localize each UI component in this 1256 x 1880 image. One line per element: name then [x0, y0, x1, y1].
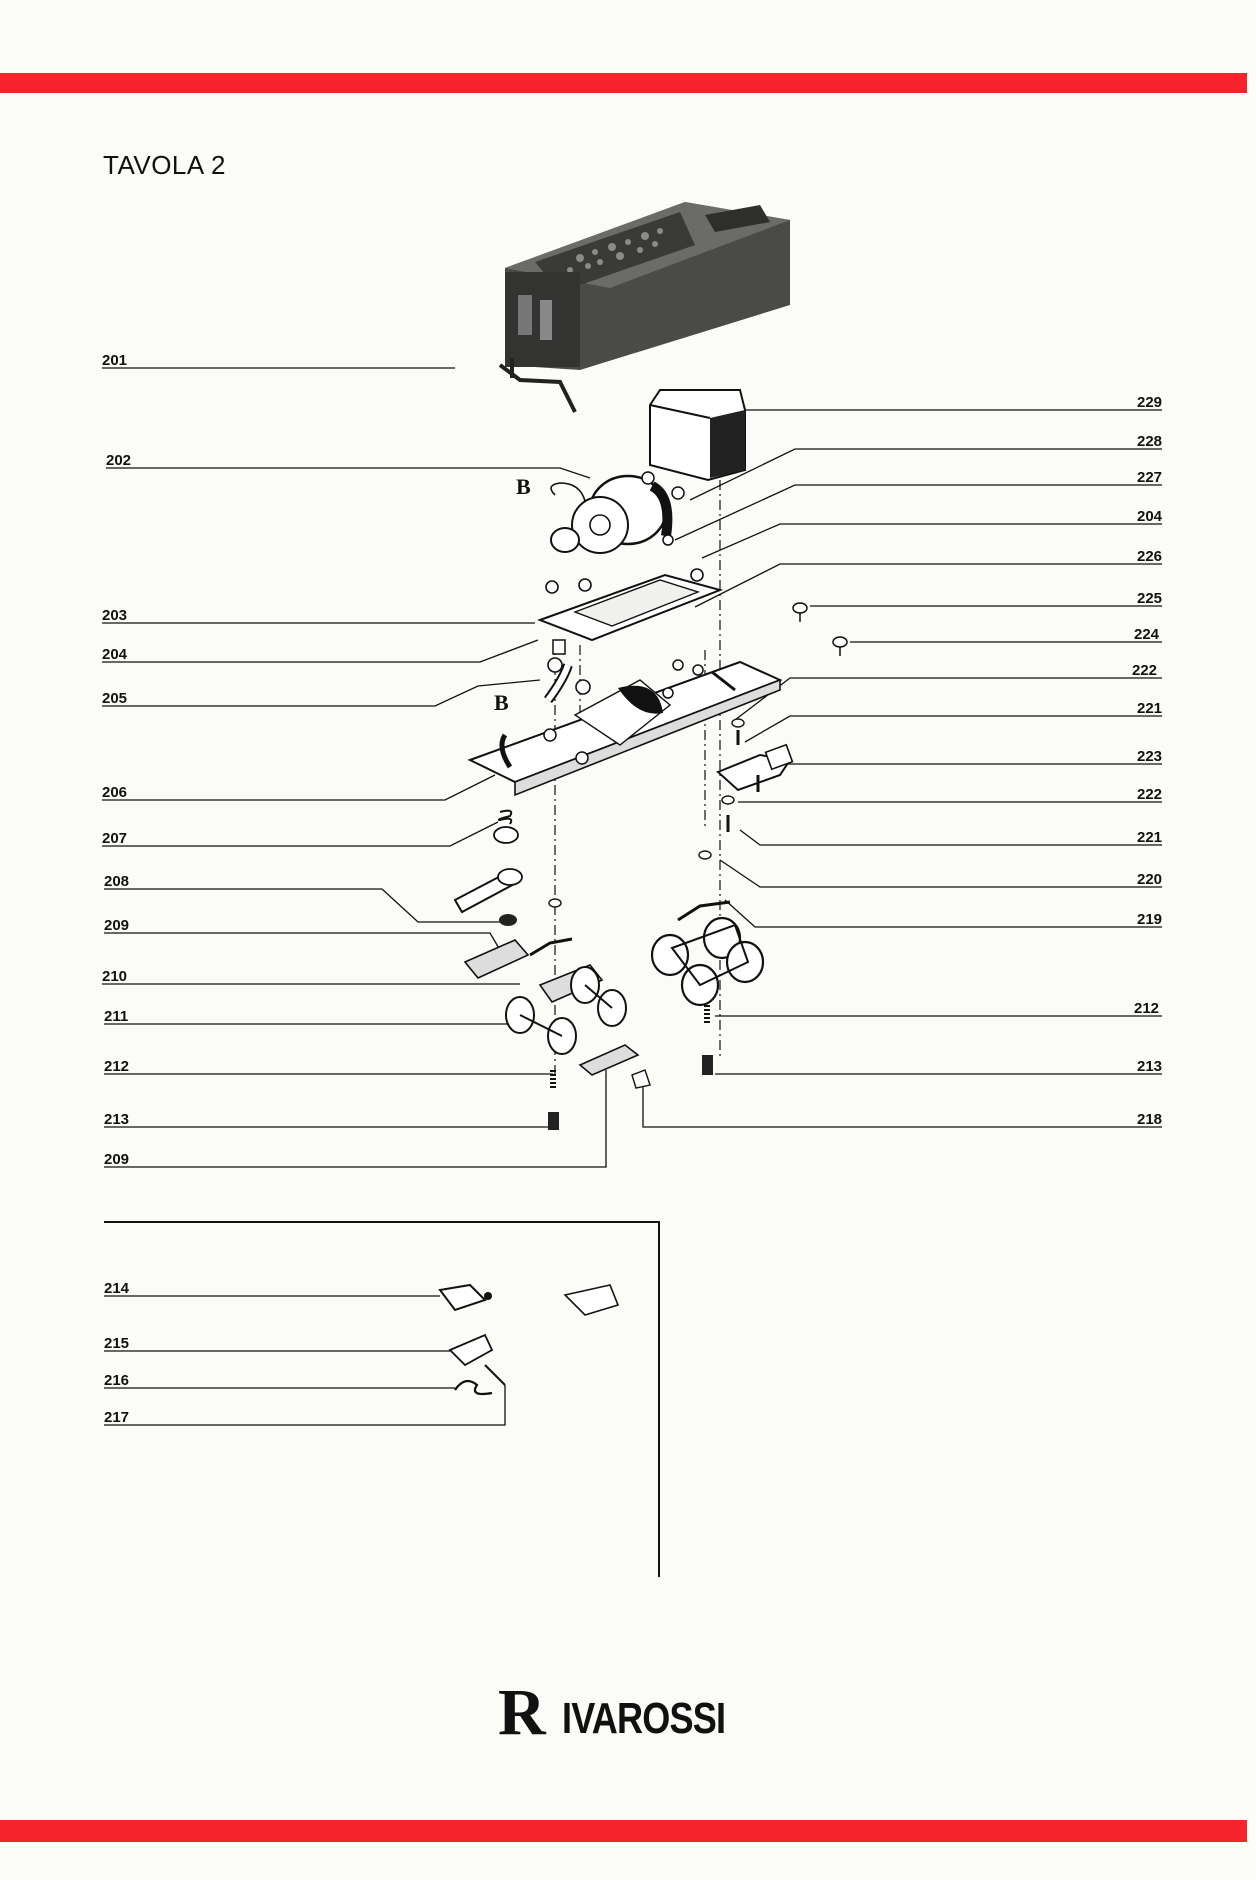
- callout-202: 202: [106, 452, 132, 469]
- leader-204-right: [701, 523, 1162, 559]
- leader-lines: [102, 367, 1162, 1577]
- leader-228: [689, 448, 1162, 501]
- inset-coupler-parts: [438, 1283, 620, 1396]
- callout-221-lower: 221: [1137, 829, 1163, 846]
- callout-214: 214: [104, 1280, 130, 1297]
- brand-logo-initial: R: [498, 1676, 546, 1749]
- marker-b-chassis: B: [494, 690, 509, 715]
- callout-221: 221: [1137, 700, 1163, 717]
- inset-frame: [104, 1221, 660, 1577]
- callout-205: 205: [102, 690, 128, 707]
- callout-207: 207: [102, 830, 128, 847]
- leader-217: [104, 1385, 506, 1426]
- callout-206: 206: [102, 784, 128, 801]
- callout-208: 208: [104, 873, 130, 890]
- leader-222: [734, 677, 1162, 721]
- callout-213-left: 213: [104, 1111, 130, 1128]
- callout-201: 201: [102, 352, 128, 369]
- leader-206: [102, 774, 496, 801]
- leader-208: [104, 888, 505, 923]
- motor-part-202: [550, 471, 685, 554]
- callout-217: 217: [104, 1409, 130, 1426]
- leader-218: [642, 1080, 1162, 1128]
- bottom-red-band: [0, 1820, 1247, 1842]
- callout-222: 222: [1132, 662, 1158, 679]
- link-part-205: [543, 639, 591, 703]
- leader-207: [102, 821, 499, 847]
- screws-225-224: [792, 602, 848, 656]
- callout-210: 210: [102, 968, 128, 985]
- page-title: TAVOLA 2: [103, 150, 226, 180]
- callout-209-bottom: 209: [104, 1151, 130, 1168]
- callout-225: 225: [1137, 590, 1163, 607]
- callout-219: 219: [1137, 911, 1163, 928]
- leader-221: [744, 715, 1162, 743]
- bogie-right: [650, 916, 765, 1075]
- callout-227: 227: [1137, 469, 1163, 486]
- leader-204-left: [102, 639, 539, 663]
- chassis-frame-206: [467, 659, 783, 797]
- leader-226: [694, 563, 1162, 608]
- leader-220: [719, 859, 1162, 888]
- marker-b-motor: B: [516, 474, 531, 499]
- coupler-part-223: [716, 718, 794, 832]
- callout-226: 226: [1137, 548, 1163, 565]
- leader-205: [102, 679, 541, 707]
- bolster-parts-219-220: [529, 850, 731, 957]
- callout-204-right: 204: [1137, 508, 1163, 525]
- leader-219: [724, 899, 1162, 928]
- plate-part-203: [537, 568, 724, 642]
- bogie-left: [463, 939, 651, 1130]
- callout-212-left: 212: [104, 1058, 130, 1075]
- callout-212-right: 212: [1134, 1000, 1160, 1017]
- callout-229: 229: [1137, 394, 1163, 411]
- callout-222-lower: 222: [1137, 786, 1163, 803]
- callout-213-right: 213: [1137, 1058, 1163, 1075]
- tender-body: [498, 202, 790, 413]
- cover-part-229: [649, 389, 746, 482]
- leader-202: [106, 467, 591, 479]
- top-red-band: [0, 73, 1247, 93]
- callout-209: 209: [104, 917, 130, 934]
- callout-224: 224: [1134, 626, 1160, 643]
- callout-223: 223: [1137, 748, 1163, 765]
- callout-215: 215: [104, 1335, 130, 1352]
- callout-203: 203: [102, 607, 128, 624]
- callout-216: 216: [104, 1372, 130, 1389]
- leader-209: [104, 932, 501, 951]
- leader-227: [674, 484, 1162, 541]
- leader-221-lower: [739, 829, 1162, 846]
- callout-218: 218: [1137, 1111, 1163, 1128]
- leader-209-bottom: [104, 1070, 607, 1168]
- callout-220: 220: [1137, 871, 1163, 888]
- callout-228: 228: [1137, 433, 1163, 450]
- callout-204-left: 204: [102, 646, 128, 663]
- callout-211: 211: [104, 1008, 129, 1025]
- pivot-parts-207-208: [453, 809, 523, 926]
- brand-logo-name: IVAROSSI: [562, 1694, 726, 1743]
